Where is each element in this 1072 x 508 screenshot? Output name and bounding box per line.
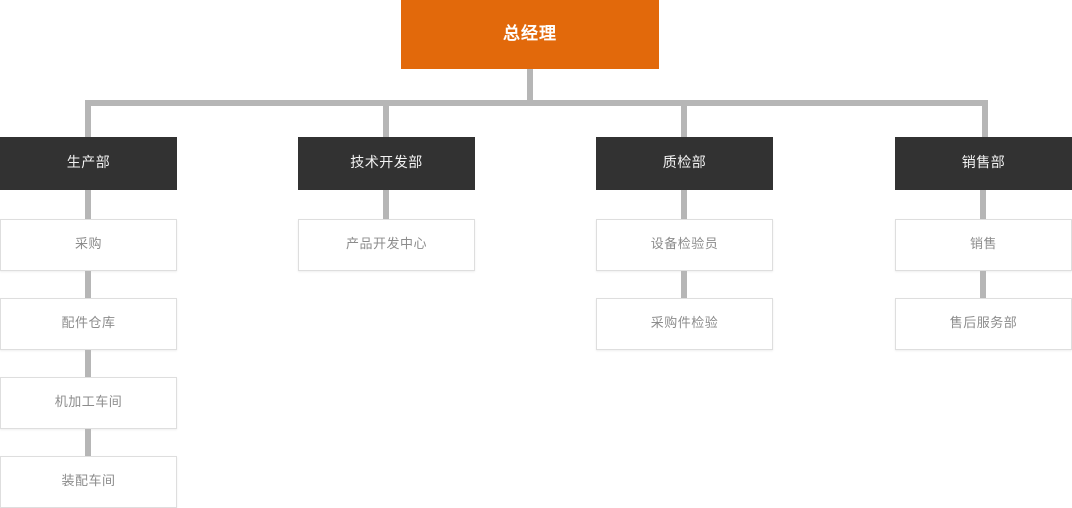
node-department-1[interactable]: 生产部	[0, 137, 177, 190]
connector-c3-dept-to-child-1	[681, 190, 687, 219]
node-c4-child-2-label: 售后服务部	[949, 316, 1018, 332]
node-department-3-label: 质检部	[662, 155, 707, 172]
node-c4-child-1-label: 销售	[969, 237, 997, 253]
connector-bus-drop-3	[681, 100, 687, 137]
node-c4-child-2[interactable]: 售后服务部	[895, 298, 1072, 350]
node-department-4-label: 销售部	[961, 155, 1006, 172]
node-general-manager-label: 总经理	[503, 24, 557, 45]
node-c1-child-3-label: 机加工车间	[54, 395, 123, 411]
connector-c4-dept-to-child-1	[980, 190, 986, 219]
connector-horizontal-bus	[85, 100, 988, 106]
connector-c3-child-1-to-2	[681, 271, 687, 298]
node-department-1-label: 生产部	[66, 155, 111, 172]
node-c1-child-1-label: 采购	[74, 237, 102, 253]
node-c1-child-4[interactable]: 装配车间	[0, 456, 177, 508]
node-c3-child-2-label: 采购件检验	[650, 316, 719, 332]
connector-c1-dept-to-child-1	[85, 190, 91, 219]
node-c1-child-1[interactable]: 采购	[0, 219, 177, 271]
node-department-3[interactable]: 质检部	[596, 137, 773, 190]
node-c3-child-1-label: 设备检验员	[650, 237, 719, 253]
node-c3-child-1[interactable]: 设备检验员	[596, 219, 773, 271]
node-c1-child-4-label: 装配车间	[61, 474, 116, 490]
connector-bus-drop-2	[383, 100, 389, 137]
node-general-manager[interactable]: 总经理	[401, 0, 659, 69]
node-c3-child-2[interactable]: 采购件检验	[596, 298, 773, 350]
connector-c1-child-3-to-4	[85, 429, 91, 456]
node-c1-child-3[interactable]: 机加工车间	[0, 377, 177, 429]
connector-bus-drop-4	[982, 100, 988, 137]
node-c2-child-1[interactable]: 产品开发中心	[298, 219, 475, 271]
connector-c4-child-1-to-2	[980, 271, 986, 298]
node-department-2[interactable]: 技术开发部	[298, 137, 475, 190]
node-c4-child-1[interactable]: 销售	[895, 219, 1072, 271]
node-department-2-label: 技术开发部	[350, 155, 423, 172]
connector-c1-child-2-to-3	[85, 350, 91, 377]
node-c2-child-1-label: 产品开发中心	[345, 237, 427, 253]
node-c1-child-2[interactable]: 配件仓库	[0, 298, 177, 350]
node-department-4[interactable]: 销售部	[895, 137, 1072, 190]
connector-c2-dept-to-child-1	[383, 190, 389, 219]
connector-c1-child-1-to-2	[85, 271, 91, 298]
connector-root-stem	[527, 69, 533, 103]
connector-bus-drop-1	[85, 100, 91, 137]
node-c1-child-2-label: 配件仓库	[61, 316, 116, 332]
